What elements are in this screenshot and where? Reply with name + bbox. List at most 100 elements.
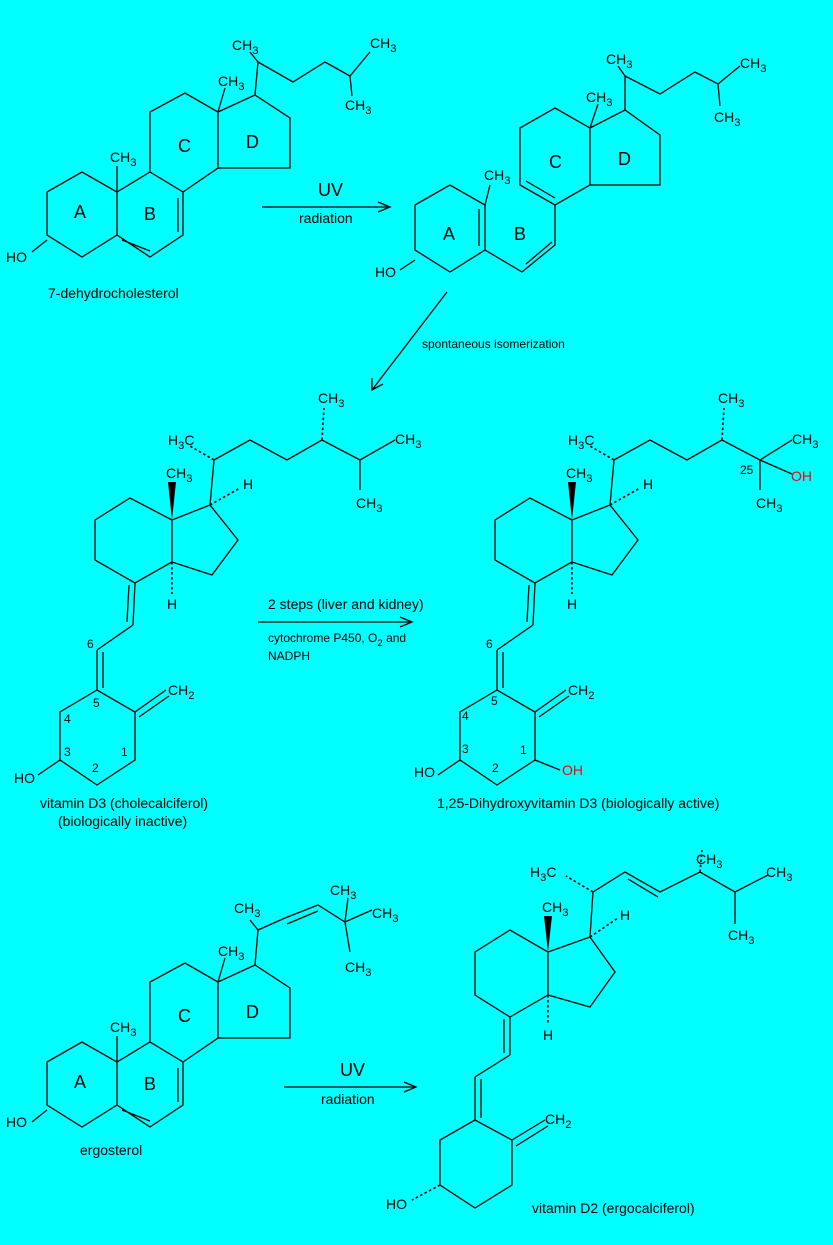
- ring-label-c: C: [178, 136, 191, 156]
- carbon-number: 4: [64, 712, 71, 726]
- reaction-arrow-isomerization: spontaneous isomerization: [371, 291, 565, 392]
- hydrogen-label: H: [643, 476, 653, 492]
- methyl-label: CH3: [484, 167, 510, 187]
- ring-label-c: C: [178, 1006, 191, 1026]
- compound-name: 7-dehydrocholesterol: [48, 285, 179, 301]
- hydroxyl-label: HO: [6, 249, 27, 265]
- arrow-line: [371, 291, 448, 391]
- carbon-number: 2: [492, 761, 499, 775]
- methyl-label: CH3: [166, 465, 192, 485]
- methyl-label: CH3: [728, 927, 754, 947]
- carbon-number: 1: [520, 743, 527, 757]
- ring-label-a: A: [443, 224, 455, 244]
- ring-label-d: D: [618, 149, 631, 169]
- arrow-label-cofactor: NADPH: [268, 649, 310, 663]
- methyl-label: CH3: [756, 495, 782, 515]
- hydrogen-label: H: [167, 596, 177, 612]
- compound-name: 1,25-Dihydroxyvitamin D3 (biologically a…: [437, 795, 719, 811]
- compound-activity: (biologically inactive): [58, 813, 187, 829]
- methylene-label: CH2: [168, 682, 194, 702]
- methyl-label: CH3: [542, 899, 568, 919]
- ring-label-a: A: [74, 1072, 86, 1092]
- structure-calcitriol: CH3 H H H3C CH3 CH3 CH3 25 OH CH2 HO OH …: [414, 390, 818, 811]
- methyl-label: CH3: [696, 851, 722, 871]
- structure-vitamin-d3: CH3 H H H3C CH3 CH3 CH3 CH2 HO 6 5 4 3 2…: [14, 390, 421, 829]
- carbon-number: 5: [491, 694, 498, 708]
- bonds: [437, 407, 793, 786]
- methyl-label: CH3: [356, 495, 382, 515]
- arrow-label-uv: UV: [318, 180, 343, 200]
- arrow-label-radiation: radiation: [321, 1091, 375, 1107]
- methyl-label: CH3: [740, 55, 766, 75]
- methyl-label: CH3: [234, 900, 260, 920]
- ring-label-d: D: [246, 132, 259, 152]
- hydroxyl-label: HO: [14, 770, 35, 786]
- hydrogen-label: H: [243, 476, 253, 492]
- ring-label-b: B: [144, 204, 156, 224]
- ring-label-c: C: [549, 152, 562, 172]
- methyl-label: CH3: [218, 73, 244, 93]
- methylene-label: CH2: [545, 1111, 571, 1131]
- methyl-label: CH3: [330, 882, 356, 902]
- carbon-number: 25: [740, 463, 754, 477]
- arrow-label-steps: 2 steps (liver and kidney): [268, 596, 424, 612]
- methylene-label: CH2: [568, 682, 594, 702]
- methyl-label: CH3: [318, 390, 344, 410]
- hydroxyl-label-25: OH: [791, 468, 812, 484]
- methyl-label: CH3: [110, 1019, 136, 1039]
- ring-label-b: B: [514, 224, 526, 244]
- arrowhead-icon: [403, 1081, 418, 1093]
- methyl-label: CH3: [370, 35, 396, 55]
- ring-label-d: D: [246, 1002, 259, 1022]
- carbon-number: 4: [462, 709, 469, 723]
- compound-name: vitamin D2 (ergocalciferol): [532, 1200, 695, 1216]
- methyl-label: CH3: [345, 97, 371, 117]
- carbon-number: 1: [121, 745, 128, 759]
- ring-label-b: B: [144, 1074, 156, 1094]
- reaction-arrow-uv: UV radiation: [262, 180, 392, 226]
- bonds: [399, 65, 741, 273]
- carbon-number: 5: [93, 696, 100, 710]
- methyl-label: H3C: [568, 432, 594, 452]
- bonds: [411, 849, 769, 1209]
- methyl-label: CH3: [766, 864, 792, 884]
- reaction-arrow-uv-2: UV radiation: [284, 1060, 418, 1107]
- hydroxyl-label: HO: [386, 1196, 407, 1212]
- methyl-label: H3C: [168, 432, 194, 452]
- hydroxyl-label-1: OH: [562, 762, 583, 778]
- reaction-arrow-hydroxylation: 2 steps (liver and kidney) cytochrome P4…: [258, 596, 424, 663]
- arrow-label-uv: UV: [340, 1060, 365, 1080]
- carbon-number: 6: [486, 637, 493, 651]
- hydrogen-label: H: [620, 907, 630, 923]
- methyl-label: CH3: [110, 149, 136, 169]
- hydroxyl-label: HO: [375, 264, 396, 280]
- arrowhead-icon: [399, 616, 414, 628]
- methyl-label: H3C: [530, 864, 556, 884]
- hydrogen-label: H: [567, 596, 577, 612]
- ring-label-a: A: [74, 202, 86, 222]
- arrow-label-radiation: radiation: [299, 210, 353, 226]
- compound-name: vitamin D3 (cholecalciferol): [40, 795, 208, 811]
- structure-7-dehydrocholesterol: A B C D CH3 CH3 CH3 CH3 CH3 HO 7-dehydro…: [6, 35, 396, 301]
- methyl-label: CH3: [395, 431, 421, 451]
- carbon-number: 6: [87, 637, 94, 651]
- carbon-number: 3: [462, 742, 469, 756]
- methyl-label: CH3: [718, 390, 744, 410]
- methyl-label: CH3: [218, 943, 244, 963]
- methyl-label: CH3: [232, 37, 258, 57]
- methyl-label: CH3: [345, 959, 371, 979]
- structure-vitamin-d2: CH3 H H H3C CH3 CH3 CH3 CH2 HO vitamin D…: [386, 849, 792, 1216]
- arrow-label-enzymes: cytochrome P450, O2 and: [268, 631, 406, 649]
- structure-ergosterol: A B C D CH3 CH3 CH3 CH3 CH3 CH3 HO ergos…: [6, 882, 398, 1158]
- methyl-label: CH3: [792, 431, 818, 451]
- methyl-label: CH3: [714, 109, 740, 129]
- methyl-label: CH3: [372, 905, 398, 925]
- bonds: [31, 897, 373, 1128]
- arrowhead-icon: [371, 378, 384, 392]
- methyl-label: CH3: [586, 89, 612, 109]
- hydroxyl-label: HO: [6, 1114, 27, 1130]
- carbon-number: 2: [92, 761, 99, 775]
- hydrogen-label: H: [543, 1027, 553, 1043]
- arrowhead-icon: [377, 201, 392, 213]
- carbon-number: 3: [64, 745, 71, 759]
